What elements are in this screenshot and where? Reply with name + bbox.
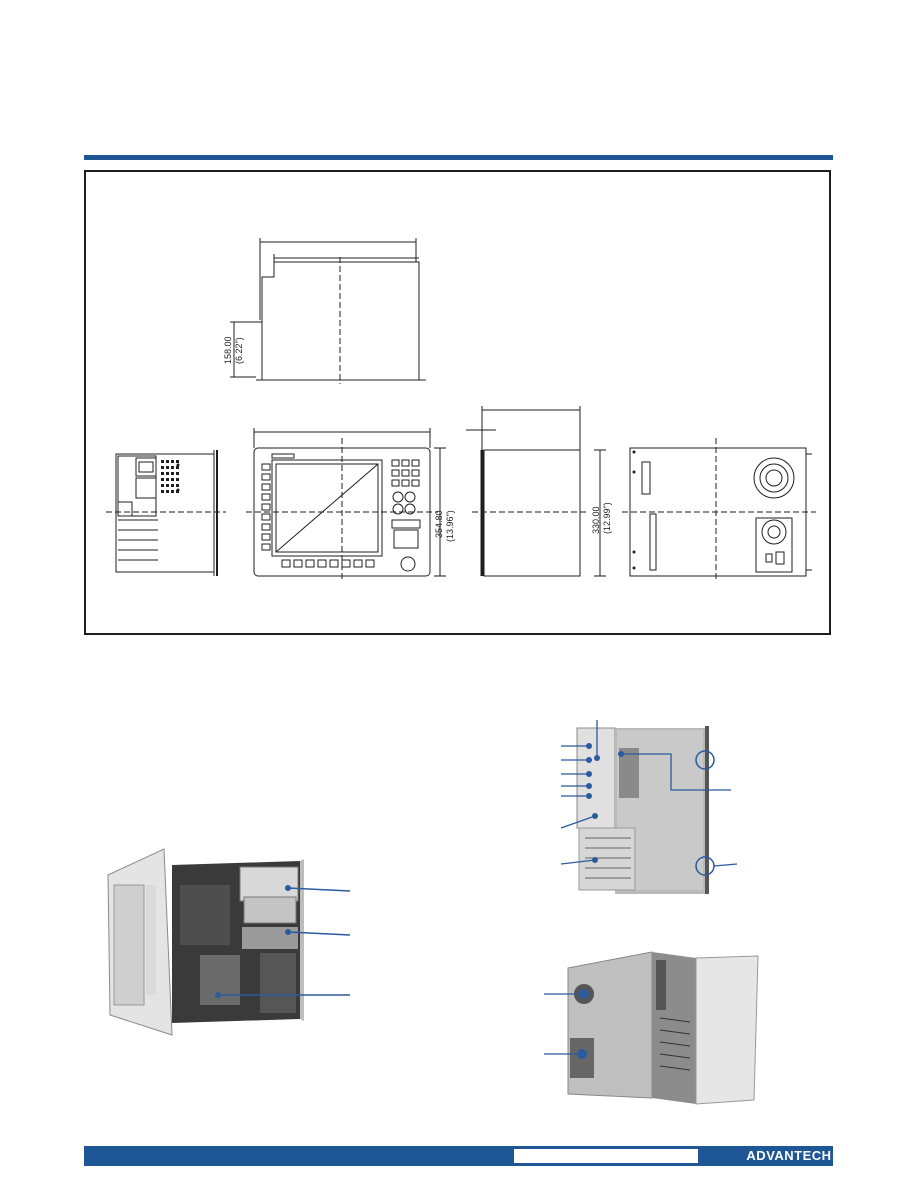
side-mm-label: 330.00 [591,506,601,534]
side-view-left [106,450,226,576]
brand-logo: ADVANTECH [746,1148,832,1163]
rear-side-photo [555,718,745,898]
front-view [246,428,446,582]
depth-mm-label: 158.00 [223,336,233,364]
footer-blank-box [514,1149,698,1163]
dimension-drawing: 158.00 (6.22") 354.80 (13.96") 330.00 (1… [106,238,816,582]
side-view-right [466,406,606,577]
header-rule [84,155,833,160]
top-view [230,238,426,384]
dimension-drawing-frame: 158.00 (6.22") 354.80 (13.96") 330.00 (1… [84,170,831,635]
rear-view [622,438,816,582]
side-in-label: (12.99") [602,502,612,534]
height-mm-label: 354.80 [434,510,444,538]
height-in-label: (13.96") [445,510,455,542]
footer-bar [84,1146,833,1166]
depth-in-label: (6.22") [234,337,244,364]
chassis-interior-photo [100,845,360,1040]
rear-perspective-photo [540,948,770,1108]
